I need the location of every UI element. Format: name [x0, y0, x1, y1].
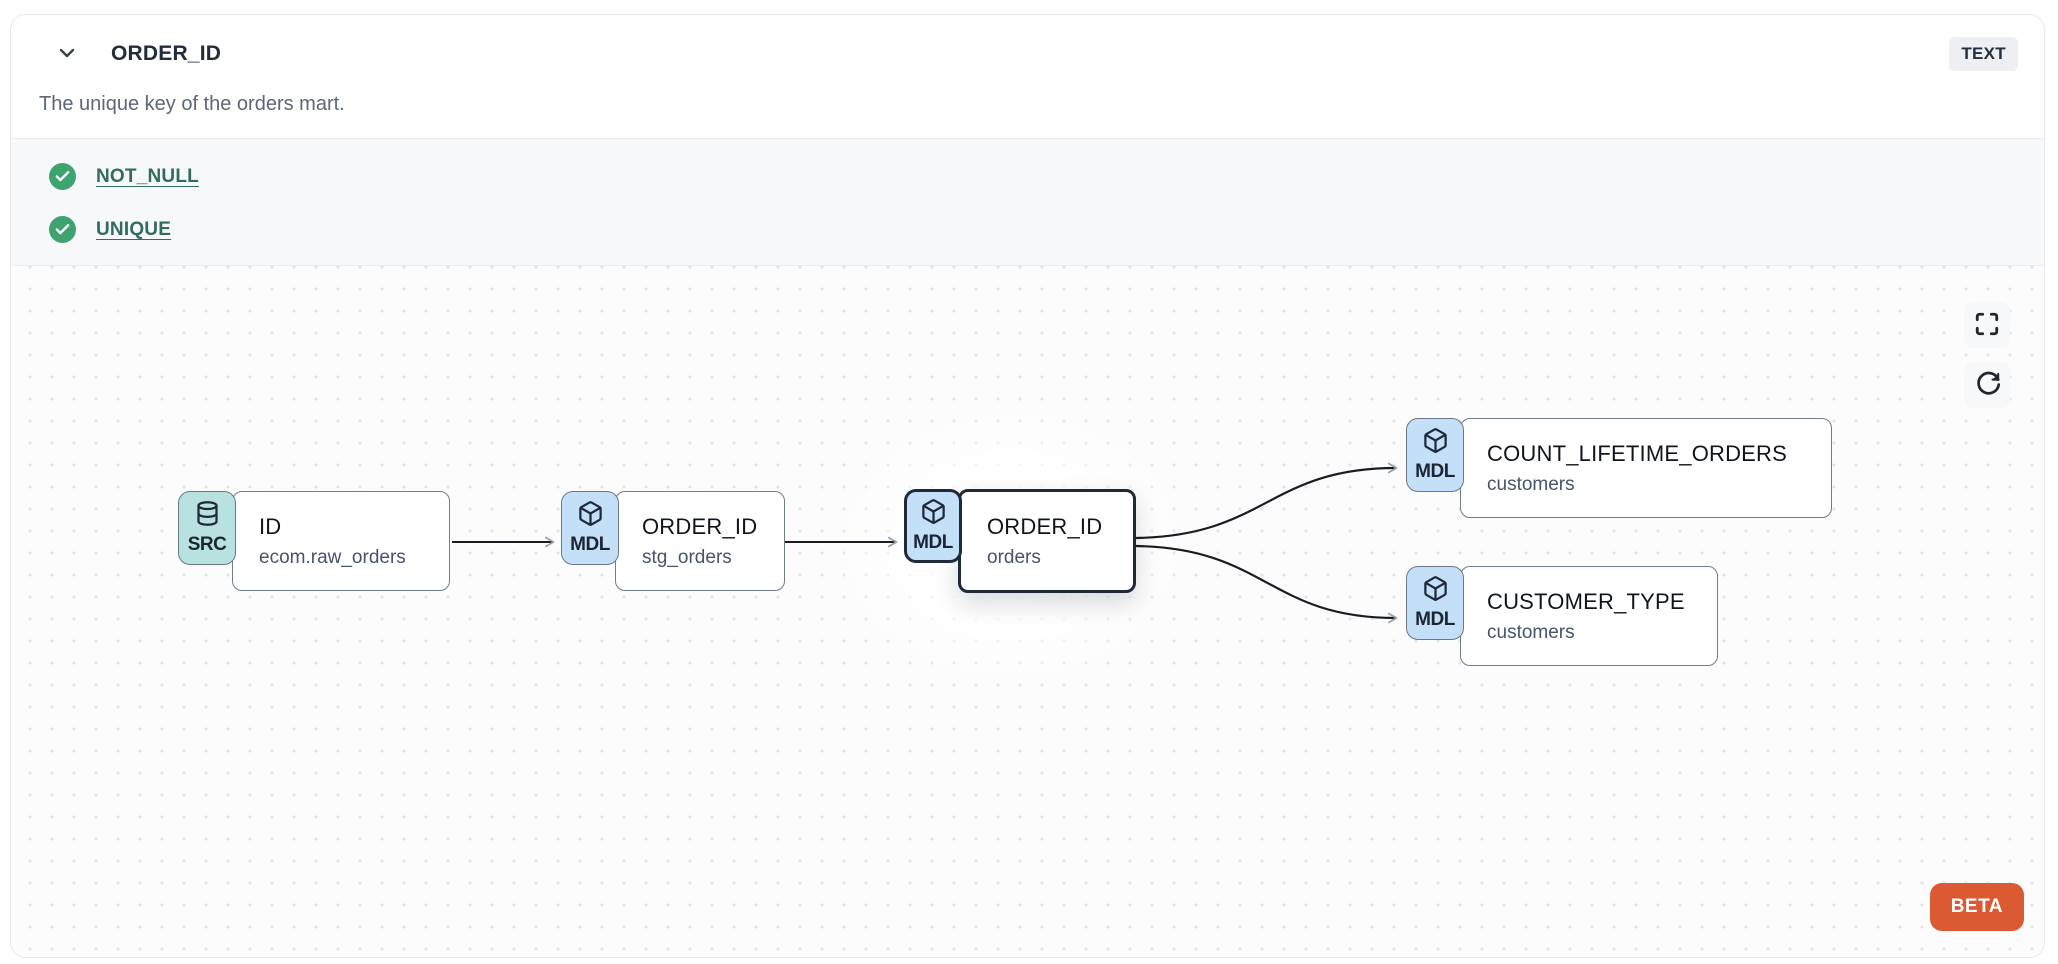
cube-icon: [1422, 427, 1449, 459]
node-body: COUNT_LIFETIME_ORDERS customers: [1460, 418, 1832, 518]
node-subtitle: orders: [987, 547, 1041, 568]
node-subtitle: stg_orders: [642, 547, 732, 568]
node-badge-label: MDL: [570, 534, 610, 555]
test-row: NOT_NULL: [49, 163, 2016, 190]
node-type-badge: MDL: [561, 491, 619, 565]
test-link-unique[interactable]: UNIQUE: [96, 218, 172, 240]
refresh-icon: [1974, 370, 2001, 400]
lineage-node-count-lifetime-orders[interactable]: MDL COUNT_LIFETIME_ORDERS customers: [1406, 418, 1832, 518]
database-icon: [194, 500, 221, 532]
check-circle-icon: [49, 163, 76, 190]
node-subtitle: ecom.raw_orders: [259, 547, 406, 568]
chevron-down-icon: [55, 41, 79, 68]
node-title: ID: [259, 514, 282, 539]
tests-section: NOT_NULL UNIQUE: [11, 138, 2044, 266]
panel-header: ORDER_ID TEXT The unique key of the orde…: [11, 15, 2044, 138]
test-link-not-null[interactable]: NOT_NULL: [96, 165, 199, 187]
refresh-button[interactable]: [1964, 362, 2010, 408]
node-body: CUSTOMER_TYPE customers: [1460, 566, 1718, 666]
node-title: CUSTOMER_TYPE: [1487, 589, 1685, 614]
node-type-badge: MDL: [1406, 418, 1464, 492]
fullscreen-icon: [1974, 311, 2000, 340]
lineage-node-source-id[interactable]: SRC ID ecom.raw_orders: [178, 491, 450, 591]
node-body: ID ecom.raw_orders: [232, 491, 450, 591]
node-type-badge: MDL: [904, 489, 962, 563]
node-badge-label: MDL: [1415, 609, 1455, 630]
node-body: ORDER_ID stg_orders: [615, 491, 785, 591]
cube-icon: [577, 500, 604, 532]
node-type-badge: MDL: [1406, 566, 1464, 640]
test-row: UNIQUE: [49, 216, 2016, 243]
lineage-graph-canvas[interactable]: SRC ID ecom.raw_orders MDL ORDER_ID stg_…: [11, 266, 2044, 957]
node-subtitle: customers: [1487, 622, 1575, 643]
lineage-node-orders-selected[interactable]: MDL ORDER_ID orders: [904, 489, 1136, 593]
column-details-panel: ORDER_ID TEXT The unique key of the orde…: [10, 14, 2045, 958]
beta-badge: BETA: [1929, 883, 2024, 931]
node-subtitle: customers: [1487, 474, 1575, 495]
column-type-badge: TEXT: [1949, 37, 2018, 71]
column-title: ORDER_ID: [111, 42, 222, 65]
node-badge-label: MDL: [1415, 461, 1455, 482]
node-badge-label: SRC: [187, 534, 227, 555]
node-title: COUNT_LIFETIME_ORDERS: [1487, 441, 1788, 466]
cube-icon: [1422, 575, 1449, 607]
lineage-node-customer-type[interactable]: MDL CUSTOMER_TYPE customers: [1406, 566, 1718, 666]
check-circle-icon: [49, 216, 76, 243]
node-body: ORDER_ID orders: [958, 489, 1136, 593]
lineage-node-stg-orders[interactable]: MDL ORDER_ID stg_orders: [561, 491, 785, 591]
cube-icon: [920, 498, 947, 530]
node-badge-label: MDL: [913, 532, 953, 553]
column-description: The unique key of the orders mart.: [39, 93, 345, 115]
node-type-badge: SRC: [178, 491, 236, 565]
collapse-toggle-button[interactable]: [53, 40, 81, 68]
node-title: ORDER_ID: [642, 514, 758, 539]
fullscreen-button[interactable]: [1964, 302, 2010, 348]
node-title: ORDER_ID: [987, 514, 1103, 539]
